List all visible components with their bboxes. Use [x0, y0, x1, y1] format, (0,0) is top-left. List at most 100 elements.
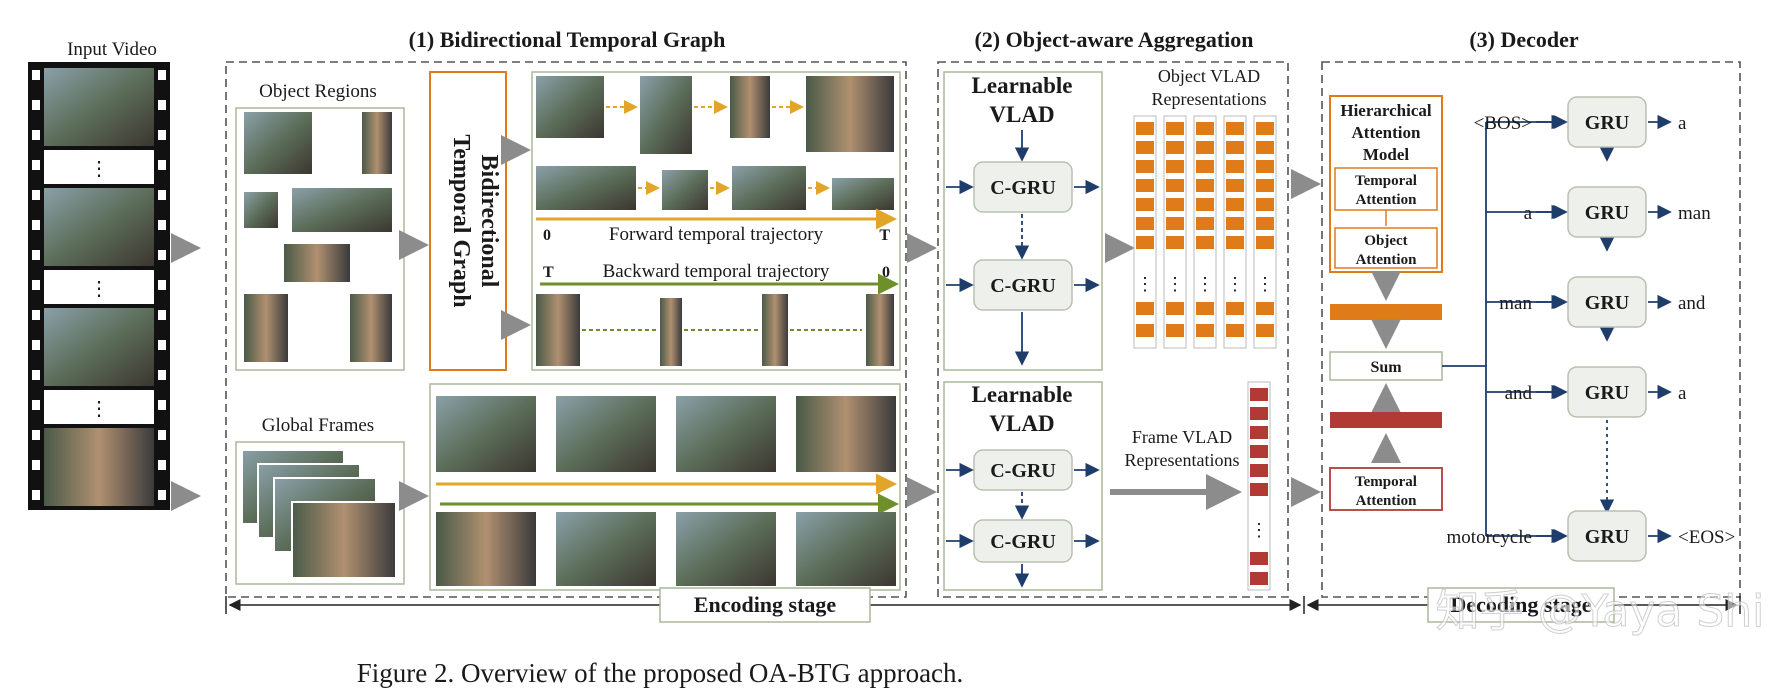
- cgru-block: [973, 519, 1073, 563]
- forward-start-label: 0: [543, 227, 551, 244]
- section2-dashed-box: [937, 61, 1289, 598]
- backward-start-label: T: [543, 264, 554, 281]
- frame-vlad-label-line2: Representations: [1125, 450, 1240, 470]
- cgru-label: C-GRU: [990, 177, 1056, 199]
- context-connections: [1442, 114, 1568, 544]
- frame-context-vector: [1330, 412, 1442, 428]
- decoder-input-word: motorcycle: [1447, 527, 1532, 548]
- btg-block-line2: Temporal Graph: [448, 134, 474, 307]
- section3-title: (3) Decoder: [1469, 27, 1579, 52]
- forward-trajectory-row1: [536, 76, 894, 154]
- section1-title: (1) Bidirectional Temporal Graph: [409, 27, 726, 52]
- decoder-input-word: a: [1524, 203, 1533, 224]
- btg-block: [429, 71, 507, 371]
- gru-block: [1567, 276, 1647, 328]
- decoder-output-word: a: [1678, 383, 1687, 404]
- video-frame: [44, 188, 154, 266]
- decoder-output-word: <EOS>: [1678, 527, 1735, 548]
- gru-block: [1567, 366, 1647, 418]
- gru-label: GRU: [1585, 526, 1629, 548]
- frame-vlad-cell: [1250, 552, 1268, 565]
- filmstrip: ⋮ ⋮ ⋮: [28, 62, 170, 510]
- gru-step: GRU and a: [1505, 366, 1687, 418]
- object-attention-block: [1334, 227, 1438, 269]
- backward-end-label: 0: [882, 264, 890, 281]
- object-vlad-vector: ⋮: [1133, 115, 1157, 349]
- svg-text:⋮: ⋮: [1136, 274, 1154, 294]
- decoder-input-word: and: [1505, 383, 1533, 404]
- svg-text:⋮: ⋮: [1256, 274, 1274, 294]
- cgru-label: C-GRU: [990, 275, 1056, 297]
- frame-vlad-cell: [1250, 426, 1268, 439]
- decoder-output-word: and: [1678, 293, 1706, 314]
- learnable-vlad-panel-object: [943, 71, 1103, 371]
- global-frames-stack: [241, 449, 397, 579]
- object-region-crops: [244, 112, 392, 362]
- cgru-label: C-GRU: [990, 460, 1056, 482]
- input-video-label: Input Video: [67, 39, 157, 60]
- backward-trajectory-label: Backward temporal trajectory: [603, 261, 830, 282]
- cgru-block: [973, 449, 1073, 491]
- object-vlad-vector: ⋮: [1223, 115, 1247, 349]
- frame-vlad-cell: [1250, 572, 1268, 585]
- ham-line2: Attention: [1352, 123, 1421, 142]
- sum-label: Sum: [1370, 359, 1402, 376]
- cgru-block: [973, 259, 1073, 311]
- object-vlad-vector: ⋮: [1253, 115, 1277, 349]
- frame-vlad-column: ⋮: [1247, 381, 1271, 591]
- decoder-input-word: man: [1499, 293, 1532, 314]
- temporal-attention-line1: Temporal: [1355, 173, 1417, 189]
- object-vlad-vector: ⋮: [1193, 115, 1217, 349]
- gru-block: [1567, 96, 1647, 148]
- encoding-stage-label: Encoding stage: [694, 592, 837, 617]
- gru-step: GRU a man: [1524, 186, 1711, 238]
- frame-vlad-cell: [1250, 445, 1268, 458]
- object-context-vector: [1330, 304, 1442, 320]
- backward-trajectory-row: [536, 294, 894, 366]
- decoding-stage-box: [1427, 587, 1615, 623]
- gru-step: GRU <BOS> a: [1474, 96, 1687, 148]
- gru-label: GRU: [1585, 382, 1629, 404]
- gru-block: [1567, 186, 1647, 238]
- frame-ellipsis: ⋮: [89, 398, 109, 420]
- section1-dashed-box: [225, 61, 907, 598]
- decoding-stage-label: Decoding stage: [1450, 592, 1591, 617]
- object-vlad-columns: ⋮ ⋮ ⋮ ⋮ ⋮: [1133, 115, 1277, 349]
- frame-ellipsis: ⋮: [89, 158, 109, 180]
- temporal-attention-line2: Attention: [1356, 192, 1417, 208]
- object-vlad-label-line2: Representations: [1152, 89, 1267, 109]
- vlad-title-line1: Learnable: [972, 73, 1073, 98]
- frame-vlad-cell: [1250, 388, 1268, 401]
- video-frame: [44, 68, 154, 146]
- frame-vlad-cell: [1250, 407, 1268, 420]
- watermark: 知乎 @Yaya Shi: [1436, 586, 1765, 637]
- ham-line1: Hierarchical: [1340, 101, 1432, 120]
- forward-trajectory-row2: [536, 166, 894, 210]
- vlad-title-line1: Learnable: [972, 382, 1073, 407]
- sum-block: [1329, 351, 1443, 381]
- gru-step: GRU man and: [1499, 276, 1706, 328]
- decoder-input-word: <BOS>: [1474, 113, 1532, 134]
- svg-text:⋮: ⋮: [1166, 274, 1184, 294]
- svg-text:⋮: ⋮: [1196, 274, 1214, 294]
- gru-label: GRU: [1585, 112, 1629, 134]
- frame-vlad-label-line1: Frame VLAD: [1132, 427, 1232, 447]
- vlad-title-line2: VLAD: [989, 411, 1054, 436]
- object-vlad-label-line1: Object VLAD: [1158, 66, 1260, 86]
- frame-ellipsis: ⋮: [1250, 520, 1268, 540]
- decoder-output-word: a: [1678, 113, 1687, 134]
- object-attention-line2: Attention: [1356, 252, 1417, 268]
- video-frame: [44, 308, 154, 386]
- frame-vlad-cell: [1250, 464, 1268, 477]
- gru-label: GRU: [1585, 292, 1629, 314]
- object-vlad-vector: ⋮: [1163, 115, 1187, 349]
- gru-label: GRU: [1585, 202, 1629, 224]
- encoding-stage-box: [659, 587, 871, 623]
- frame-temporal-attention-block: [1329, 467, 1443, 511]
- decoder-output-word: man: [1678, 203, 1711, 224]
- video-frame: [44, 428, 154, 506]
- frame-ellipsis: ⋮: [89, 278, 109, 300]
- temporal-attention-line1: Temporal: [1355, 474, 1417, 490]
